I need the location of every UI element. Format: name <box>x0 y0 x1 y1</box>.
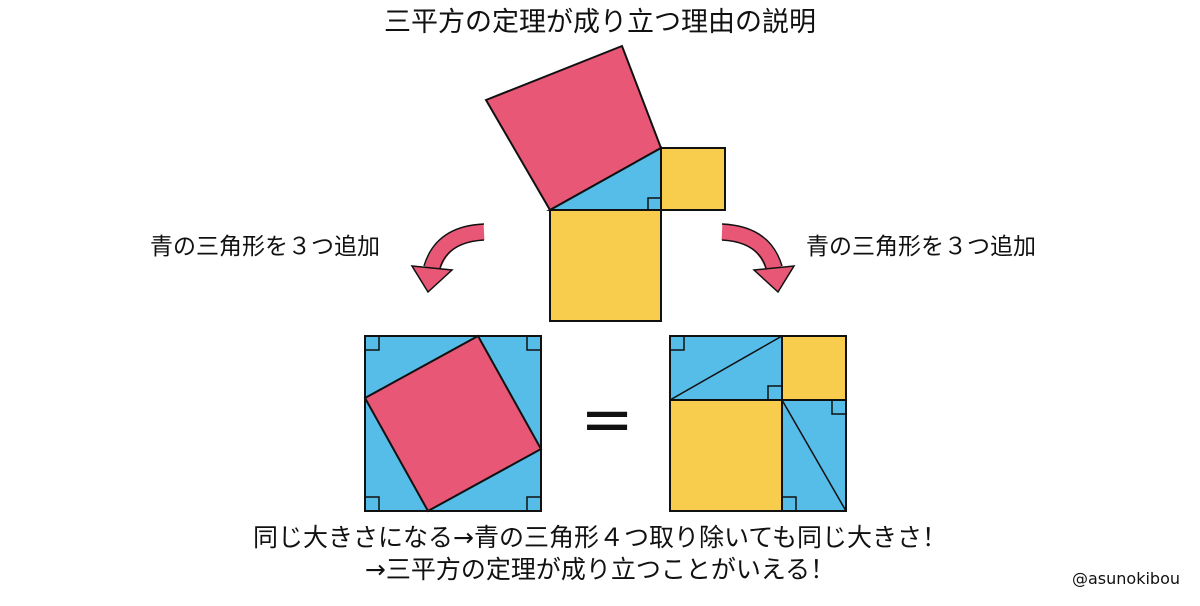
right-big-square <box>669 335 847 512</box>
top-figure <box>484 44 726 322</box>
tilted-hypotenuse-square <box>363 334 543 513</box>
curved-arrow-left <box>410 223 485 294</box>
caption-line-2: →三平方の定理が成り立つことがいえる！ <box>364 555 836 584</box>
step-label-right: 青の三角形を３つ追加 <box>806 234 1036 260</box>
short-leg-square <box>660 147 726 211</box>
author-credit: @asunokibou <box>1071 569 1180 588</box>
small-yellow-square <box>781 335 847 401</box>
step-label-left: 青の三角形を３つ追加 <box>150 234 380 260</box>
large-yellow-square <box>669 399 783 512</box>
equals-sign: = <box>580 383 634 457</box>
curved-arrow-right <box>721 223 796 294</box>
caption-line-1: 同じ大きさになる→青の三角形４つ取り除いても同じ大きさ！ <box>253 523 947 552</box>
long-leg-square <box>549 209 662 322</box>
right-angle-marker <box>647 197 661 210</box>
left-big-square <box>363 334 543 513</box>
page-title: 三平方の定理が成り立つ理由の説明 <box>384 7 816 38</box>
